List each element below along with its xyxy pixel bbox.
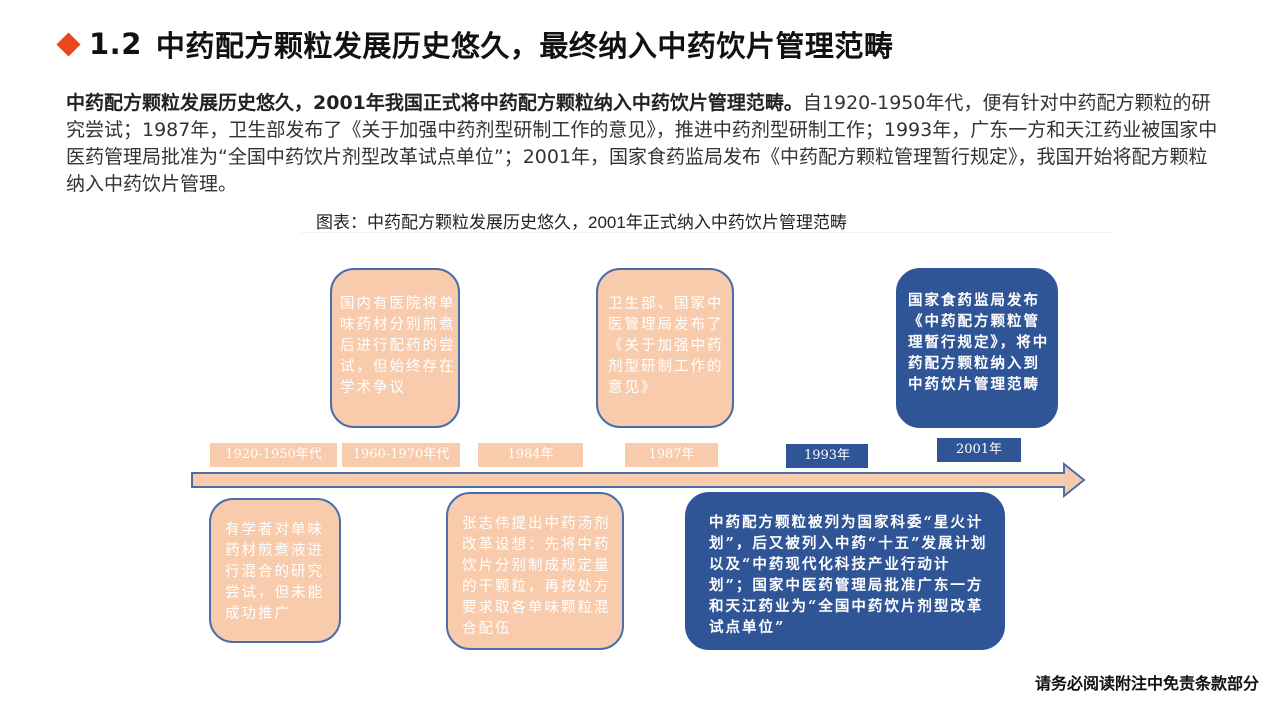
year-label-1984: 1984年 [478,443,583,467]
event-text: 国家食药监局发布《中药配方颗粒管理暂行规定》，将中药配方颗粒纳入到中药饮片管理范… [908,292,1050,393]
event-box-1960-1970: 国内有医院将单味药材分别煎煮后进行配药的尝试，但始终存在学术争议 [330,268,460,428]
intro-body: 自1920-1950年代，便有针对中药配方颗粒的研究尝试；1987年，卫生部发布… [66,92,1218,195]
timeline-arrow-icon [191,462,1086,498]
event-box-1984: 张志伟提出中药汤剂改革设想：先将中药饮片分别制成规定量的干颗粒，再按处方要求取各… [446,492,624,650]
year-label-1993: 1993年 [786,444,868,468]
diamond-bullet-icon [56,31,81,57]
intro-bold-summary: 中药配方颗粒发展历史悠久，2001年我国正式将中药配方颗粒纳入中药饮片管理范畴。 [66,92,803,114]
event-text: 国内有医院将单味药材分别煎煮后进行配药的尝试，但始终存在学术争议 [340,296,456,396]
event-text: 卫生部、国家中医管理局发布了《关于加强中药剂型研制工作的意见》 [608,296,724,396]
section-number: 1.2 [89,27,142,61]
year-label-1960-1970: 1960-1970年代 [342,443,460,467]
figure-caption: 图表：中药配方颗粒发展历史悠久，2001年正式纳入中药饮片管理范畴 [316,213,847,232]
divider [300,232,1112,233]
event-box-1993: 中药配方颗粒被列为国家科委“星火计划”，后又被列入中药“十五”发展计划以及“中药… [685,492,1005,650]
event-box-1987: 卫生部、国家中医管理局发布了《关于加强中药剂型研制工作的意见》 [596,268,734,428]
event-text: 有学者对单味药材煎煮液进行混合的研究尝试，但未能成功推广 [225,522,324,622]
year-label-1920-1950: 1920-1950年代 [210,443,337,467]
year-label-1987: 1987年 [625,443,718,467]
year-label-2001: 2001年 [937,438,1021,462]
intro-paragraph: 中药配方颗粒发展历史悠久，2001年我国正式将中药配方颗粒纳入中药饮片管理范畴。… [66,90,1226,198]
page-title: 1.2 中药配方颗粒发展历史悠久，最终纳入中药饮片管理范畴 [54,22,893,66]
event-text: 张志伟提出中药汤剂改革设想：先将中药饮片分别制成规定量的干颗粒，再按处方要求取各… [462,516,611,637]
section-title: 中药配方颗粒发展历史悠久，最终纳入中药饮片管理范畴 [155,29,894,63]
event-box-2001: 国家食药监局发布《中药配方颗粒管理暂行规定》，将中药配方颗粒纳入到中药饮片管理范… [896,268,1058,428]
disclaimer-note: 请务必阅读附注中免责条款部分 [1034,674,1259,693]
event-box-1920-1950: 有学者对单味药材煎煮液进行混合的研究尝试，但未能成功推广 [209,498,341,643]
event-text: 中药配方颗粒被列为国家科委“星火计划”，后又被列入中药“十五”发展计划以及“中药… [709,514,988,636]
